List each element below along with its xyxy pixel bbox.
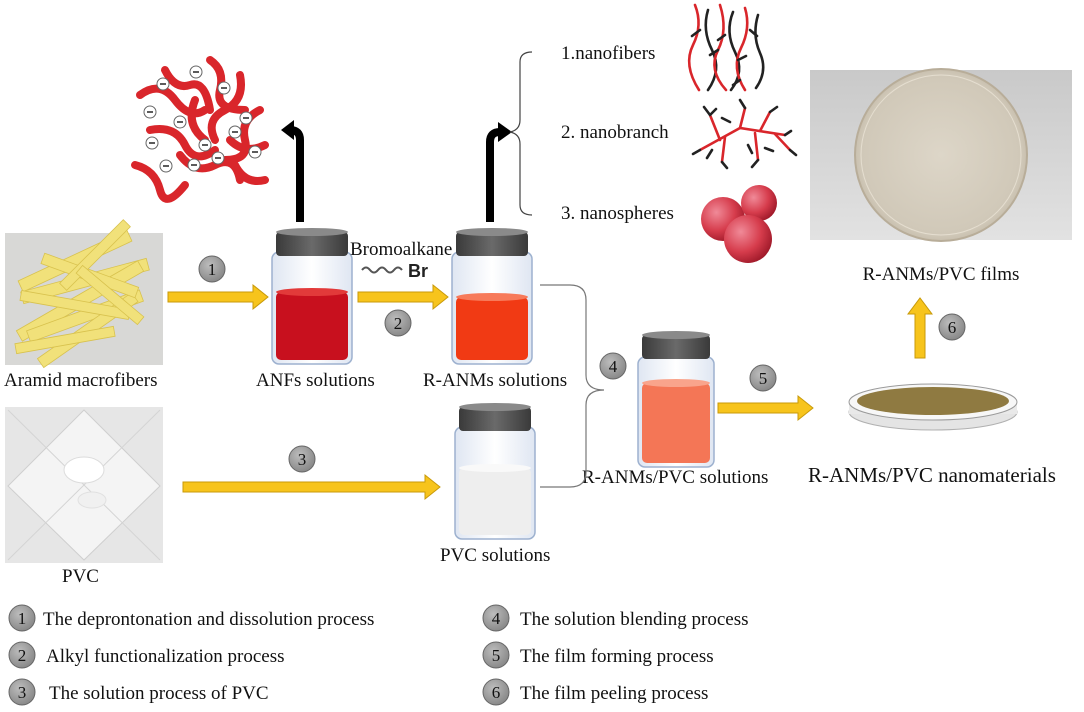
pvc-sol-label: PVC solutions — [440, 545, 550, 566]
morph-nanospheres-label: 3. nanospheres — [561, 203, 674, 224]
svg-text:5: 5 — [759, 369, 768, 388]
morph-nanobranch-label: 2. nanobranch — [561, 122, 669, 143]
anfs-label: ANFs solutions — [256, 370, 375, 391]
arrow-step-5 — [717, 394, 814, 422]
svg-text:The deprontonation and dissolu: The deprontonation and dissolution proce… — [43, 609, 374, 630]
svg-text:The film forming process: The film forming process — [520, 646, 714, 667]
morph-nanofibers-label: 1.nanofibers — [561, 43, 655, 64]
arrow-step-2 — [357, 283, 449, 311]
legend-item-5: 5 The film forming process — [482, 641, 714, 669]
step-badge-1: 1 — [198, 255, 226, 283]
arrow-step-1 — [167, 283, 269, 311]
svg-text:3: 3 — [18, 683, 27, 702]
nanofibers-icon — [687, 3, 765, 92]
anf-jar — [271, 228, 353, 365]
svg-text:4: 4 — [492, 609, 501, 628]
step-badge-4: 4 — [599, 352, 627, 380]
arrow-step-6 — [907, 297, 933, 359]
svg-text:1: 1 — [18, 609, 27, 628]
step-badge-5: 5 — [749, 364, 777, 392]
step-badge-2: 2 — [384, 309, 412, 337]
svg-text:The solution process of PVC: The solution process of PVC — [49, 683, 269, 704]
nanobranch-icon — [691, 98, 798, 170]
bent-arrow-anf — [281, 120, 304, 222]
aramid-label: Aramid macrofibers — [4, 370, 158, 391]
nanomaterials-label: R-ANMs/PVC nanomaterials — [808, 463, 1056, 487]
aramid-photo — [5, 219, 163, 369]
legend-item-6: 6 The film peeling process — [482, 678, 708, 706]
film-photo — [810, 68, 1072, 242]
svg-text:Alkyl functionalization proces: Alkyl functionalization process — [46, 646, 285, 667]
nanospheres-icon — [701, 185, 777, 263]
bromoalkane-label: Bromoalkane — [350, 239, 452, 260]
svg-text:4: 4 — [609, 357, 618, 376]
step-badge-3: 3 — [288, 445, 316, 473]
morphology-brace — [509, 51, 533, 216]
ranm-jar — [451, 228, 533, 365]
pvc-photo — [5, 407, 163, 563]
blend-label: R-ANMs/PVC solutions — [582, 467, 768, 488]
legend-item-3: 3 The solution process of PVC — [8, 678, 269, 706]
pvc-raw-label: PVC — [62, 566, 99, 587]
svg-text:2: 2 — [18, 646, 27, 665]
svg-text:The solution blending process: The solution blending process — [520, 609, 749, 630]
pvc-jar — [454, 403, 536, 540]
svg-text:1: 1 — [208, 260, 217, 279]
films-label: R-ANMs/PVC films — [863, 264, 1020, 285]
svg-text:The film peeling process: The film peeling process — [520, 683, 708, 704]
svg-text:3: 3 — [298, 450, 307, 469]
legend-item-1: 1 The deprontonation and dissolution pro… — [8, 604, 374, 632]
legend-item-2: 2 Alkyl functionalization process — [8, 641, 285, 669]
legend: 1 The deprontonation and dissolution pro… — [8, 604, 749, 706]
alkyl-chain-icon — [361, 266, 403, 274]
arrow-step-3 — [182, 473, 441, 501]
merge-bracket — [540, 284, 605, 488]
svg-text:6: 6 — [492, 683, 501, 702]
ranms-label: R-ANMs solutions — [423, 370, 567, 391]
petri-dish — [848, 383, 1018, 431]
svg-text:6: 6 — [948, 318, 957, 337]
svg-text:5: 5 — [492, 646, 501, 665]
br-label: Br — [408, 261, 428, 281]
svg-text:2: 2 — [394, 314, 403, 333]
blend-jar — [637, 331, 715, 468]
charged-polymer-icon — [131, 56, 269, 203]
legend-item-4: 4 The solution blending process — [482, 604, 749, 632]
bent-arrow-ranm — [486, 122, 512, 222]
step-badge-6: 6 — [938, 313, 966, 341]
